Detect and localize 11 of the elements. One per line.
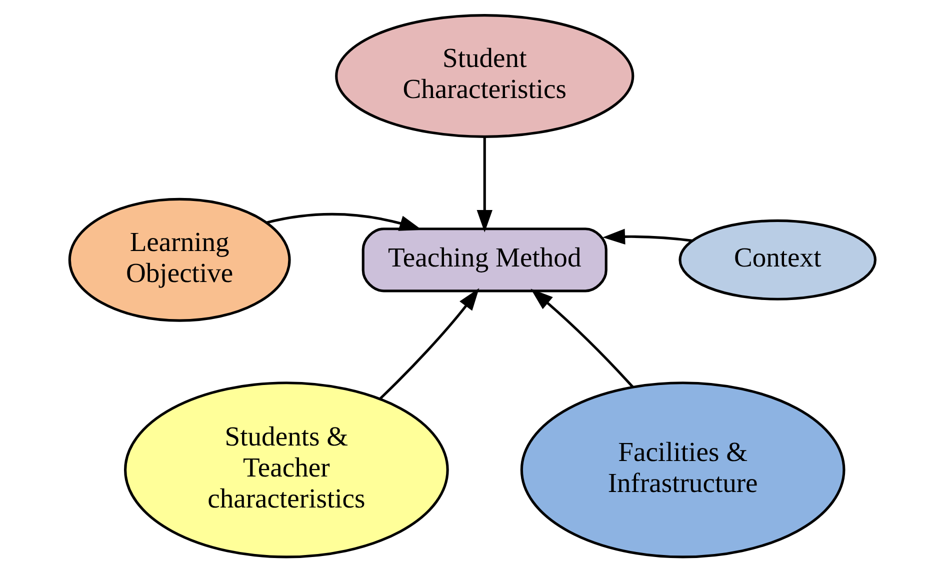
- node-ellipse: Students & Teacher characteristics: [124, 382, 448, 558]
- node-ellipse: Learning Objective: [68, 198, 290, 322]
- arrow: [602, 228, 692, 244]
- arrow: [266, 212, 422, 231]
- node-ellipse: Context: [678, 219, 876, 300]
- node-ellipse: Facilities & Infrastructure: [520, 382, 845, 558]
- node-box: Teaching Method: [361, 228, 607, 292]
- arrow: [476, 137, 492, 232]
- arrow: [530, 288, 634, 388]
- node-ellipse: Student Characteristics: [334, 14, 634, 138]
- arrow: [378, 288, 479, 400]
